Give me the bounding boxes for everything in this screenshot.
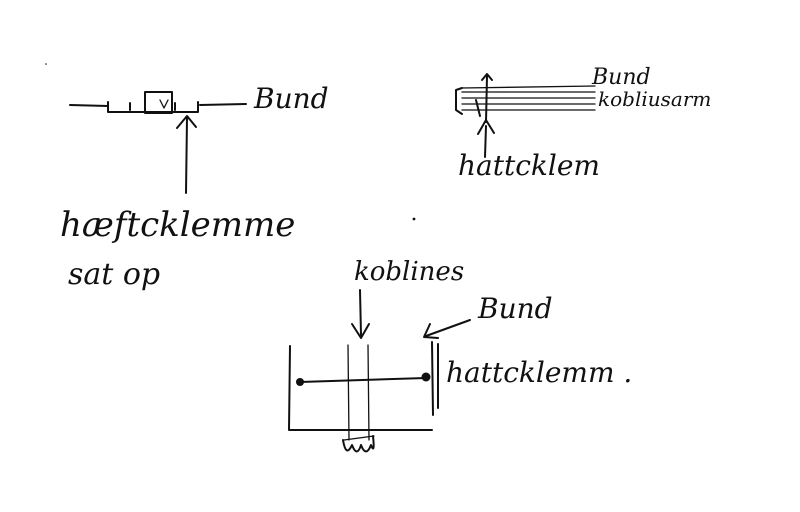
label-clip-2: hattcklem bbox=[458, 149, 600, 182]
arrow-shaft-4 bbox=[426, 320, 470, 336]
bund-line-left bbox=[70, 105, 108, 106]
label-mounted-line2: sat op bbox=[68, 257, 160, 292]
label-bund-1: Bund bbox=[253, 82, 329, 115]
label-clip-mounted: hæftcklemme bbox=[60, 205, 295, 245]
arrow-shaft bbox=[186, 118, 187, 193]
arrow-shaft-3 bbox=[360, 290, 361, 335]
coupling-line-2 bbox=[368, 345, 369, 440]
horizontal-bar bbox=[300, 378, 426, 382]
clip-detail bbox=[160, 100, 168, 108]
sketch-1-clip-side-view: Bund hæftcklemme sat op bbox=[60, 82, 329, 292]
coupling-line-1 bbox=[348, 345, 349, 440]
bund-edge-1 bbox=[432, 342, 433, 415]
stray-dot bbox=[413, 218, 416, 221]
clip-base bbox=[108, 102, 198, 112]
clip-box bbox=[145, 92, 172, 113]
frame-outline bbox=[289, 346, 432, 430]
arm-end-cap bbox=[456, 88, 462, 114]
label-bund-3: Bund bbox=[477, 292, 553, 325]
sketch-3-front-view: koblines Bund hattcklemm . bbox=[289, 257, 632, 452]
bar-end-dot-left bbox=[296, 378, 304, 386]
clip-leg bbox=[476, 100, 480, 116]
arm-line-1 bbox=[462, 86, 595, 88]
bund-line-right bbox=[200, 104, 246, 105]
clip-sides bbox=[130, 103, 175, 110]
stray-dot-small bbox=[45, 63, 47, 65]
label-couplings: koblines bbox=[354, 257, 464, 287]
sketch-2-coupling-arm: Bund kobliusarm hattcklem bbox=[456, 65, 711, 182]
label-coupling-arm: kobliusarm bbox=[598, 87, 711, 111]
bar-end-dot-right bbox=[422, 373, 431, 382]
label-clip-3: hattcklemm . bbox=[446, 356, 632, 389]
clip-pin bbox=[486, 76, 487, 122]
